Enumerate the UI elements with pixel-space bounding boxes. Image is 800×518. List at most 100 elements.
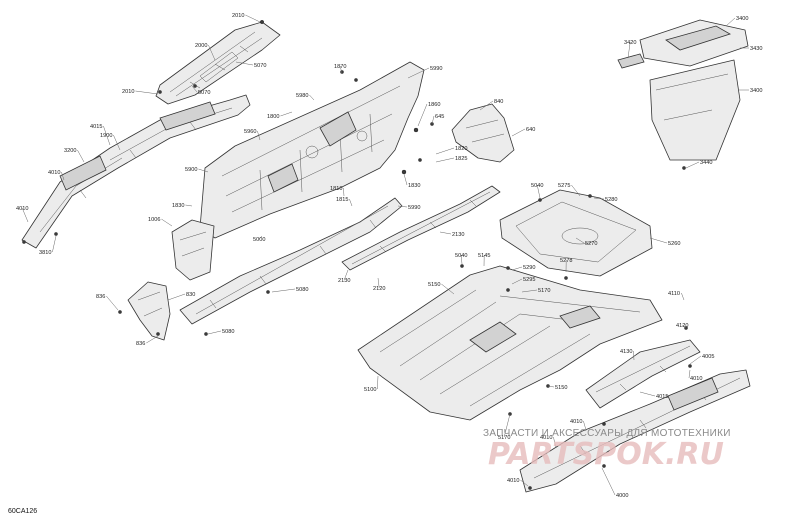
callout-leader (521, 289, 538, 293)
callout-leader (417, 103, 428, 127)
callout-leader (235, 61, 254, 66)
callout-label: 5960 (244, 129, 256, 135)
callout-label: 5100 (364, 387, 376, 393)
callout-label: 4005 (702, 354, 714, 360)
callout-leader (309, 94, 315, 101)
callout-leader (161, 218, 173, 227)
callout-label: 2120 (373, 286, 385, 292)
callout-label: 1825 (455, 156, 467, 162)
callout-label: 4010 (570, 419, 582, 425)
callout-label: 4000 (616, 493, 628, 499)
callout-label: 5080 (222, 329, 234, 335)
callout-label: 5070 (198, 90, 210, 96)
callout-label: 840 (494, 99, 503, 105)
callout-leader (511, 278, 523, 285)
callout-leader (503, 413, 511, 438)
callout-leader (397, 205, 408, 208)
callout-label: 5270 (585, 241, 597, 247)
callout-leader (103, 125, 111, 146)
callout-leader (685, 161, 700, 169)
callout-leader (343, 269, 349, 281)
callout-leader (649, 237, 668, 244)
callout-label: 1820 (455, 146, 467, 152)
callout-label: 2130 (338, 278, 350, 284)
callout-leader (627, 41, 631, 59)
callout-leader (553, 436, 557, 449)
callout-leader (377, 277, 380, 289)
callout-leader (146, 335, 159, 344)
part-5260-tray (499, 189, 653, 277)
callout-leader (403, 173, 408, 186)
callout-leader (460, 254, 463, 265)
callout-label: 4110 (668, 291, 680, 297)
callout-leader (207, 330, 222, 335)
callout-leader (61, 171, 65, 181)
callout-label: 640 (526, 127, 535, 133)
callout-label: 2000 (195, 43, 207, 49)
part-2000-upper-bracket (155, 21, 281, 105)
callout-leader (439, 231, 452, 235)
callout-leader (135, 90, 159, 95)
callout-leader (520, 479, 529, 487)
callout-label: 4015 (90, 124, 102, 130)
callout-leader (639, 391, 656, 397)
callout-label: 1900 (100, 133, 112, 139)
callout-leader (681, 292, 685, 301)
callout-leader (191, 85, 198, 93)
callout-label: 836 (96, 294, 105, 300)
callout-label: 5260 (668, 241, 680, 247)
callout-leader (682, 324, 687, 329)
callout-label: 5000 (253, 237, 265, 243)
callout-leader (198, 168, 209, 173)
callout-label: 3440 (700, 160, 712, 166)
callout-label: 836 (136, 341, 145, 347)
callout-leader (441, 283, 455, 295)
callout-leader (593, 197, 605, 200)
callout-label: 5145 (478, 253, 490, 259)
callout-leader (113, 134, 121, 151)
callout-label: 4120 (676, 323, 688, 329)
callout-leader (435, 157, 455, 163)
callout-label: 5275 (558, 183, 570, 189)
part-5100-floor-pan (357, 265, 663, 421)
callout-label: 5278 (560, 258, 572, 264)
callout-label: 4010 (48, 170, 60, 176)
callout-leader (339, 65, 343, 75)
part-840-side-shield (451, 103, 515, 163)
callout-leader (349, 198, 353, 207)
callout-label: 5150 (428, 282, 440, 288)
part-1006-bracket (171, 219, 215, 281)
callout-label: 1870 (334, 64, 346, 70)
callout-leader (280, 111, 293, 117)
callout-label: 4015 (656, 394, 668, 400)
callout-leader (725, 17, 736, 27)
callout-leader (601, 467, 616, 496)
callout-label: 4010 (507, 478, 519, 484)
callout-label: 5040 (531, 183, 543, 189)
callout-label: 5170 (538, 288, 550, 294)
part-1800-firewall-panel (199, 61, 425, 239)
callout-leader (689, 355, 702, 365)
callout-leader (185, 204, 193, 207)
callout-leader (688, 369, 691, 379)
callout-label: 5070 (254, 63, 266, 69)
callout-label: 5280 (605, 197, 617, 203)
callout-label: 3420 (624, 40, 636, 46)
callout-label: 2130 (452, 232, 464, 238)
callout-label: 1800 (267, 114, 279, 120)
part-2120-lower-rail (341, 185, 501, 271)
callout-label: 830 (186, 292, 195, 298)
callout-leader (77, 149, 85, 163)
callout-label: 5080 (296, 287, 308, 293)
callout-leader (511, 128, 526, 137)
part-3400-storage-box (617, 19, 749, 161)
part-5000-center-rail (179, 197, 403, 325)
callout-label: 1830 (408, 183, 420, 189)
callout-label: 3400 (750, 88, 762, 94)
callout-leader (431, 115, 435, 125)
watermark-logo: PARTSPOK.RU (488, 437, 724, 472)
callout-leader (536, 184, 541, 199)
callout-label: 5040 (455, 253, 467, 259)
callout-label: 5295 (523, 277, 535, 283)
